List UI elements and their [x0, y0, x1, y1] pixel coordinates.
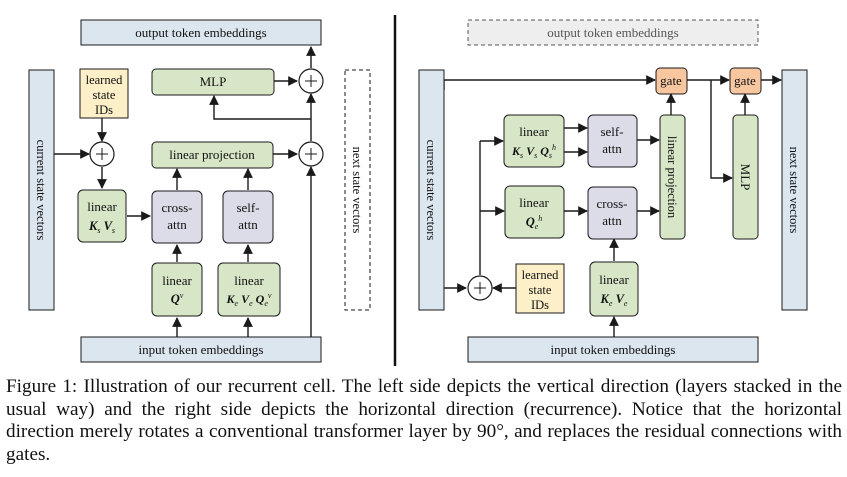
right-linear-ke-ve-box	[589, 261, 639, 317]
right-cross-attn-line1: cross-	[596, 196, 627, 211]
left-ks-vs-math: Ks Vs	[88, 219, 115, 235]
left-learned-ids-line2: state	[93, 88, 116, 102]
right-linear-ks-vs-qs-label: linear	[519, 124, 549, 139]
right-mlp-label: MLP	[738, 164, 753, 191]
left-linear-ks-vs-box	[77, 189, 127, 243]
right-input-embeddings-label: input token embeddings	[551, 342, 676, 357]
right-gate-2	[729, 67, 762, 95]
right-learned-ids-line2: state	[529, 283, 552, 297]
right-mlp-box	[732, 114, 759, 240]
left-input-embeddings-label: input token embeddings	[139, 342, 264, 357]
left-cross-attn-box	[151, 190, 203, 244]
right-keve-math: Ke Ve	[600, 292, 628, 308]
right-linear-ke-ve-label: linear	[599, 272, 629, 287]
left-output-embeddings-label: output token embeddings	[135, 25, 266, 40]
left-learned-ids-line3: IDs	[95, 103, 113, 117]
left-linear-qv-label: linear	[162, 273, 192, 288]
left-mlp-label: MLP	[200, 74, 227, 89]
left-panel: output token embeddings input token embe…	[28, 19, 371, 363]
left-linear-projection-label: linear projection	[169, 147, 255, 162]
left-linear-projection-box	[151, 141, 274, 169]
right-linear-qe-box	[504, 185, 565, 239]
figure-caption: Figure 1: Illustration of our recurrent …	[6, 376, 842, 465]
right-current-state-box	[418, 69, 445, 311]
left-linear-ks-vs-label: linear	[87, 199, 117, 214]
right-current-state-label: current state vectors	[424, 140, 438, 241]
left-current-state-label: current state vectors	[34, 140, 48, 241]
right-ksvsq-math: Ks Vs Qsh	[511, 143, 556, 160]
left-self-attn-line2: attn	[238, 217, 258, 232]
left-output-embeddings-box	[80, 19, 322, 46]
left-connectors	[54, 46, 316, 337]
left-cross-attn-line1: cross-	[161, 200, 192, 215]
right-next-state-box	[781, 69, 808, 311]
right-cross-attn-box	[587, 186, 638, 240]
right-self-attn-box	[587, 114, 638, 168]
right-output-embeddings-label: output token embeddings	[547, 25, 678, 40]
right-self-attn-line2: attn	[602, 141, 622, 156]
left-learned-ids-line1: learned	[86, 73, 124, 87]
right-linear-projection-label: linear projection	[665, 136, 679, 219]
left-current-state-box	[28, 69, 55, 311]
right-learned-ids-line1: learned	[522, 268, 560, 282]
left-next-state-label: next state vectors	[350, 147, 364, 234]
right-linear-projection-box	[659, 114, 686, 240]
left-linear-kvq-label: linear	[234, 273, 264, 288]
right-learned-ids-line3: IDs	[531, 298, 549, 312]
left-plus-attn-residual	[298, 141, 324, 167]
recurrent-cell-diagram: output token embeddings input token embe…	[28, 15, 808, 366]
left-learned-ids-box	[79, 68, 129, 119]
left-next-state-box	[344, 69, 371, 311]
right-learned-ids-box	[515, 263, 565, 314]
right-input-embeddings-box	[467, 336, 759, 363]
right-plus-input	[467, 275, 493, 301]
left-mlp-box	[151, 68, 275, 96]
right-gate-2-label: gate	[734, 73, 756, 88]
left-cross-attn-line2: attn	[167, 217, 187, 232]
left-self-attn-line1: self-	[236, 200, 259, 215]
left-linear-qv-box	[151, 262, 203, 317]
right-qe-math: Qeh	[526, 214, 543, 231]
right-connectors	[443, 75, 782, 337]
right-linear-qe-label: linear	[519, 195, 549, 210]
right-gate-1-label: gate	[660, 73, 682, 88]
left-linear-kvq-box	[217, 262, 281, 317]
left-plus-input	[89, 141, 115, 167]
left-kvq-math: Ke Ve Qev	[226, 291, 272, 308]
right-next-state-label: next state vectors	[787, 147, 801, 234]
right-panel: output token embeddings input token embe…	[418, 19, 808, 363]
left-plus-mlp-residual	[298, 68, 324, 94]
right-gate-1	[655, 67, 688, 95]
right-output-embeddings-box	[467, 19, 759, 46]
right-self-attn-line1: self-	[600, 124, 623, 139]
left-input-embeddings-box	[80, 336, 322, 363]
left-self-attn-box	[222, 190, 274, 244]
right-cross-attn-line2: attn	[602, 213, 622, 228]
right-linear-ks-vs-qs-box	[503, 114, 565, 168]
